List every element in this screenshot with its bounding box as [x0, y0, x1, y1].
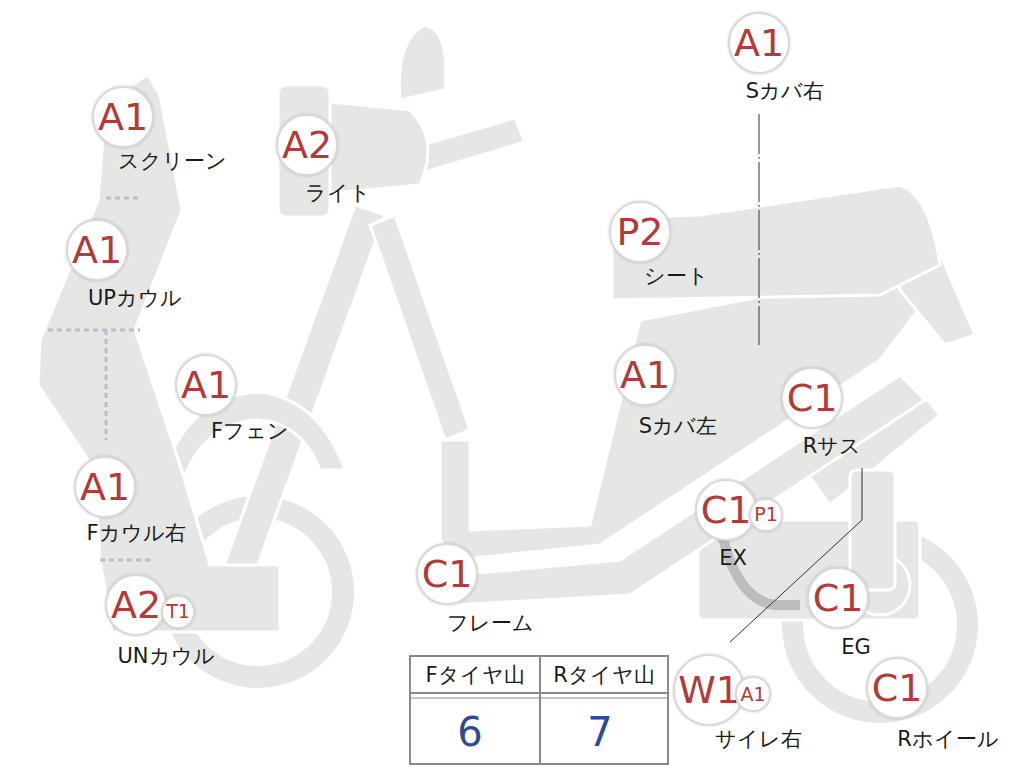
- damage-code: P2: [616, 213, 663, 251]
- damage-callout: A2ライト: [276, 114, 338, 176]
- part-name: Rサス: [803, 435, 862, 458]
- damage-code: A1: [98, 98, 148, 136]
- table-header: Fタイヤ山: [425, 665, 524, 686]
- part-name: Sカバ左: [639, 415, 717, 438]
- damage-callout: C1EX: [695, 479, 757, 541]
- damage-callout: A1: [735, 676, 770, 711]
- part-name: Sカバ右: [746, 80, 824, 103]
- damage-callout: A1Fフェン: [175, 354, 237, 416]
- damage-code: C1: [787, 379, 838, 417]
- damage-code: C1: [813, 579, 864, 617]
- part-name: Fカウル右: [86, 522, 185, 545]
- damage-code: T1: [166, 602, 190, 621]
- damage-code: A1: [80, 468, 130, 506]
- damage-code: A1: [740, 685, 765, 704]
- table-header: Rタイヤ山: [553, 665, 655, 686]
- part-name: ライト: [305, 182, 371, 205]
- damage-code: C1: [422, 555, 473, 593]
- damage-callout: T1: [161, 595, 195, 629]
- damage-code: A1: [181, 366, 231, 404]
- damage-callout: A2UNカウル: [105, 574, 167, 636]
- damage-callout: A1Fカウル右: [74, 456, 136, 518]
- part-name: EX: [719, 547, 747, 570]
- part-name: シート: [644, 265, 709, 288]
- damage-code: C1: [872, 669, 923, 707]
- part-name: フレーム: [447, 612, 534, 635]
- part-name: EG: [841, 636, 871, 659]
- damage-callout: C1EG: [807, 567, 869, 629]
- part-name: UNカウル: [117, 645, 214, 668]
- damage-callout: C1Rサス: [781, 367, 843, 429]
- damage-code: A1: [620, 356, 670, 394]
- part-name: スクリーン: [118, 150, 227, 173]
- damage-callout: P1: [749, 498, 783, 532]
- part-name: UPカウル: [88, 287, 182, 310]
- damage-callout: A1Sカバ右: [728, 12, 790, 74]
- part-name: Fフェン: [211, 420, 289, 443]
- damage-code: W1: [678, 671, 740, 709]
- damage-callout: C1フレーム: [416, 543, 478, 605]
- damage-callout: A1スクリーン: [92, 86, 154, 148]
- part-name: サイレ右: [715, 728, 802, 751]
- damage-code: A1: [72, 231, 122, 269]
- damage-code: A2: [111, 586, 161, 624]
- damage-callout: P2シート: [609, 201, 671, 263]
- damage-code: A2: [282, 126, 332, 164]
- damage-code: P1: [754, 505, 778, 524]
- damage-callout: C1Rホイール: [866, 657, 928, 719]
- tyre-table: [410, 656, 668, 764]
- table-value: 6: [457, 712, 482, 752]
- damage-code: A1: [734, 24, 784, 62]
- part-name: Rホイール: [897, 728, 999, 751]
- damage-callout: W1サイレ右: [673, 654, 745, 726]
- damage-code: C1: [701, 491, 752, 529]
- damage-callout: A1Sカバ左: [614, 344, 676, 406]
- damage-callout: A1UPカウル: [66, 219, 128, 281]
- table-value: 7: [587, 712, 612, 752]
